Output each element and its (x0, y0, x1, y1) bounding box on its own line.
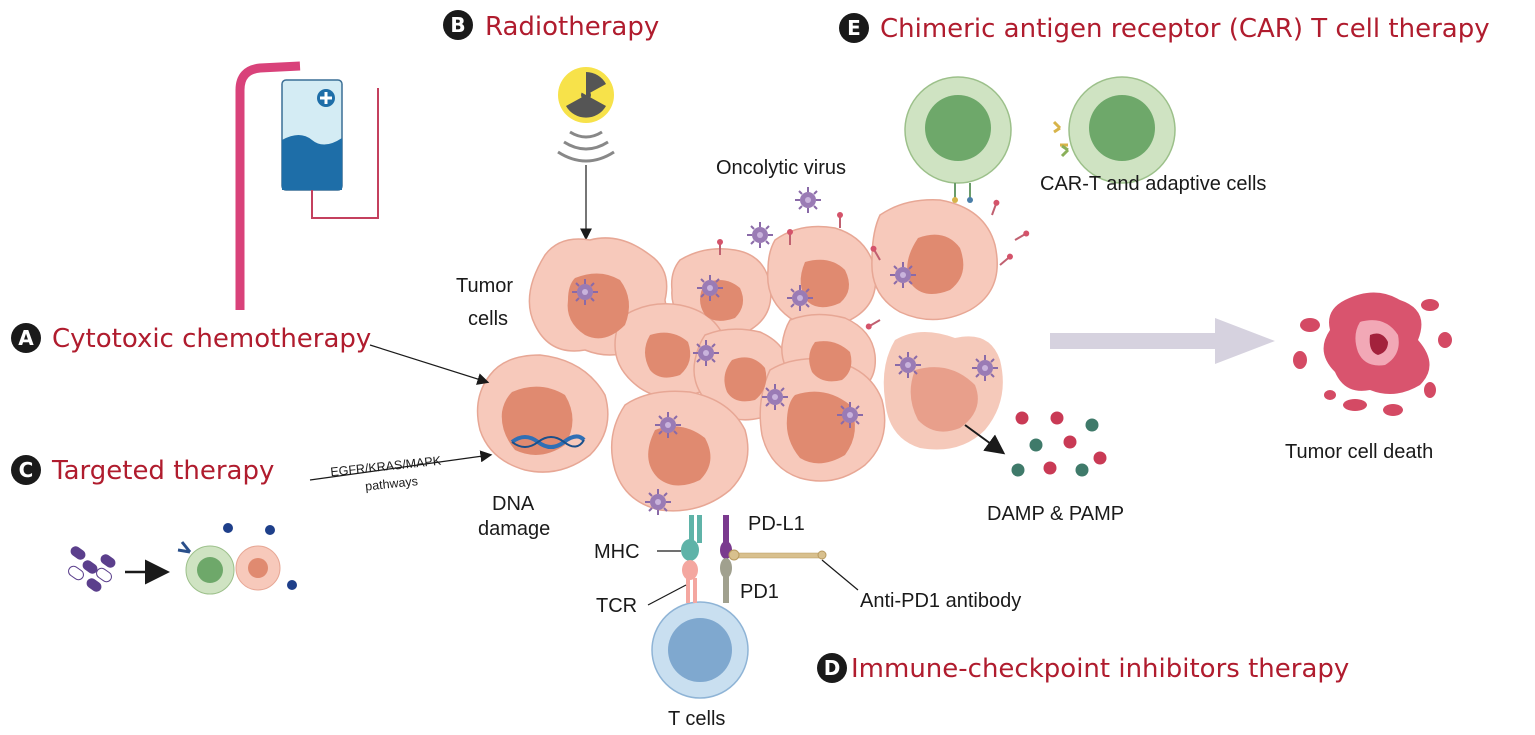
car-t-therapy-title: Chimeric antigen receptor (CAR) T cell t… (880, 14, 1490, 44)
t-cell-icon (651, 601, 749, 699)
car-t-cells-label: CAR-T and adaptive cells (1040, 173, 1266, 195)
targeted-therapy-title: Targeted therapy (51, 456, 274, 486)
svg-text:C: C (19, 458, 34, 482)
iv-drip-icon (235, 61, 379, 310)
damp-pamp-label: DAMP & PAMP (987, 503, 1124, 525)
svg-text:E: E (847, 16, 861, 40)
pd-l1-pd1-complex (720, 515, 732, 603)
damp-pamp-icons (1011, 411, 1107, 477)
badge-e: E (839, 13, 869, 43)
tumor-cell-death-icon (1293, 292, 1452, 416)
badge-d: D (817, 653, 847, 683)
tumor-cell-cluster (476, 199, 1003, 512)
tumor-cells-label-2: cells (468, 308, 508, 330)
tcr-label: TCR (596, 595, 637, 617)
progression-arrow (1050, 318, 1275, 364)
tumor-cell-death-label: Tumor cell death (1285, 441, 1433, 463)
mhc-label: MHC (594, 541, 640, 563)
pathways-label-1: EGFR/KRAS/MAPK (330, 454, 443, 480)
dna-damage-label-2: damage (478, 518, 550, 540)
tumor-cells-label-1: Tumor (456, 275, 513, 297)
anti-pd1-antibody-icon (728, 549, 827, 561)
t-cells-label: T cells (668, 708, 725, 730)
badge-b: B (443, 10, 473, 40)
anti-pd1-antibody-label: Anti-PD1 antibody (860, 590, 1021, 612)
svg-text:D: D (824, 656, 841, 680)
badge-c: C (11, 455, 41, 485)
svg-text:A: A (18, 326, 34, 350)
car-t-cell-icons (904, 76, 1176, 203)
oncolytic-virus-label: Oncolytic virus (716, 157, 846, 179)
targeted-therapy-icons (68, 523, 297, 595)
pd-l1-label: PD-L1 (748, 513, 805, 535)
immune-checkpoint-title: Immune-checkpoint inhibitors therapy (851, 654, 1349, 684)
cytotoxic-chemotherapy-title: Cytotoxic chemotherapy (52, 324, 371, 354)
mhc-tcr-complex (681, 515, 702, 603)
pathways-label-2: pathways (365, 474, 419, 493)
pd1-label: PD1 (740, 581, 779, 603)
radiotherapy-title: Radiotherapy (485, 12, 659, 42)
pill-icons (68, 546, 116, 592)
svg-text:B: B (450, 13, 465, 37)
dna-damage-label-1: DNA (492, 493, 535, 515)
radiation-icon (557, 67, 615, 163)
badge-a: A (11, 323, 41, 353)
